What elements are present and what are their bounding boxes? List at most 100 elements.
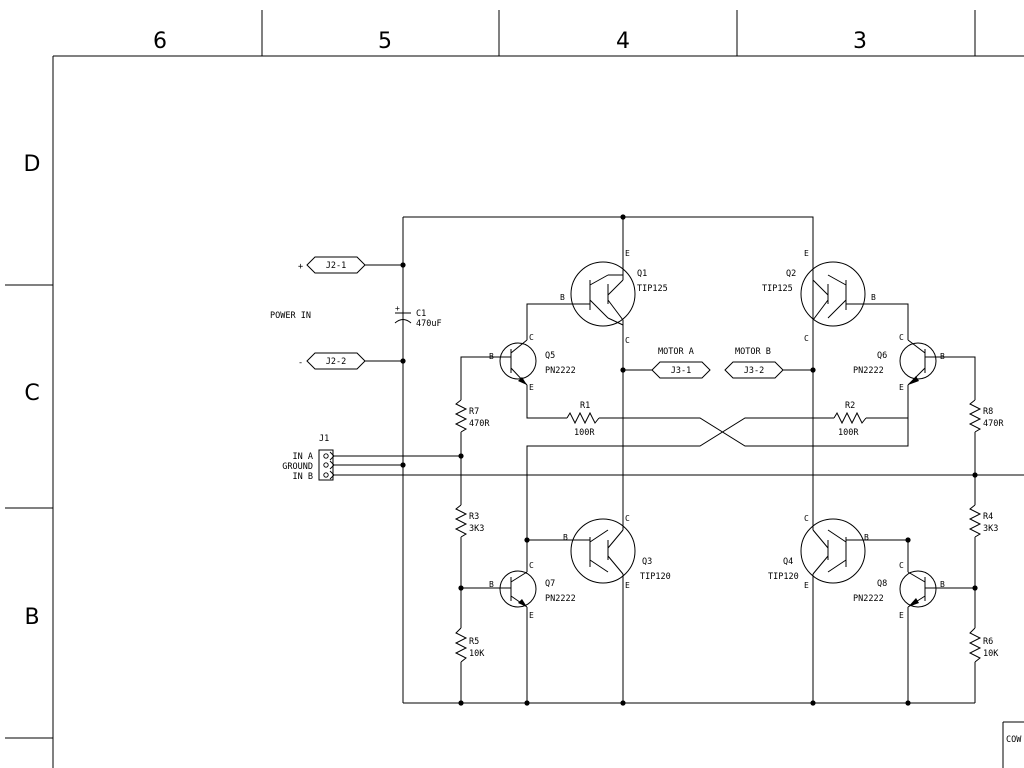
resistor-value: 470R [983, 419, 1004, 429]
transistor-q5: C E B Q5 PN2222 [489, 333, 576, 392]
transistor-part: PN2222 [545, 366, 576, 376]
transistor-part: TIP125 [637, 284, 668, 294]
pin-base: B [489, 352, 494, 361]
pin-collector: C [529, 561, 534, 570]
junction-dot [458, 700, 464, 706]
pin-collector: C [529, 333, 534, 342]
resistor-value: 10K [469, 649, 485, 659]
transistor-q1: E C B Q1 TIP125 [560, 249, 668, 345]
header-pin-ground: GROUND [282, 462, 313, 472]
plus-sign: + [298, 262, 303, 272]
pin-collector: C [804, 514, 809, 523]
transistor-ref: Q3 [642, 557, 652, 567]
pin-collector: C [899, 333, 904, 342]
power-input: POWER IN + - J2-1 J2-2 [270, 256, 366, 370]
resistor-ref: R6 [983, 637, 993, 647]
connector-label: J3-1 [671, 366, 691, 376]
transistor-ref: Q4 [783, 557, 793, 567]
resistor-value: 100R [574, 428, 595, 438]
resistor-r4: R4 3K3 [968, 504, 998, 538]
junction-dot [810, 367, 816, 373]
resistor-ref: R8 [983, 407, 993, 417]
transistor-q3: C E B Q3 TIP120 [563, 514, 671, 590]
pin-base: B [560, 293, 565, 302]
transistor-q7: C E B Q7 PN2222 [489, 561, 576, 620]
connector-j3-1: J3-1 [651, 361, 711, 379]
drawing-frame: 6 5 4 3 D C B COW [5, 10, 1024, 768]
motor-b-label: MOTOR B [735, 347, 771, 357]
junction-dot [400, 462, 406, 468]
junction-dot [810, 700, 816, 706]
pin-base: B [563, 533, 568, 542]
zone-column-6: 6 [153, 29, 167, 54]
junction-dot [972, 472, 978, 478]
transistor-part: PN2222 [545, 594, 576, 604]
junction-dot [620, 700, 626, 706]
pin-collector: C [804, 334, 809, 343]
title-block-fragment: COW [1006, 735, 1022, 745]
pin-emitter: E [899, 611, 904, 620]
junction-dot [620, 367, 626, 373]
zone-column-3: 3 [853, 29, 867, 54]
polarity-mark: + [395, 304, 400, 313]
junction-dot [972, 585, 978, 591]
resistor-value: 10K [983, 649, 999, 659]
connector-label: J3-2 [744, 366, 764, 376]
junction-dot [458, 453, 464, 459]
junction-dot [620, 214, 626, 220]
zone-column-4: 4 [616, 29, 630, 54]
pin-base: B [489, 580, 494, 589]
pin-base: B [940, 352, 945, 361]
resistor-r2: R2 100R [833, 401, 867, 438]
zone-row-d: D [24, 152, 41, 177]
header-pin-in-b: IN B [293, 472, 313, 482]
minus-sign: - [298, 358, 303, 368]
resistor-ref: R3 [469, 512, 479, 522]
transistor-q4: C E B Q4 TIP120 [768, 514, 869, 590]
resistor-r7: R7 470R [454, 399, 490, 433]
pin-emitter: E [529, 611, 534, 620]
junction-dot [458, 585, 464, 591]
header-ref: J1 [319, 434, 329, 444]
junction-dot [524, 700, 530, 706]
resistor-ref: R4 [983, 512, 993, 522]
motor-connectors: MOTOR A MOTOR B J3-1 J3-2 [651, 347, 784, 379]
connector-label: J2-1 [326, 261, 346, 271]
resistor-r5: R5 10K [454, 627, 485, 663]
transistor-ref: Q6 [877, 351, 887, 361]
pin-collector: C [625, 336, 630, 345]
pin-base: B [940, 580, 945, 589]
pin-collector: C [625, 514, 630, 523]
junction-dot [905, 700, 911, 706]
resistor-r8: R8 470R [968, 399, 1004, 433]
resistor-ref: R2 [845, 401, 855, 411]
transistor-part: TIP120 [640, 572, 671, 582]
pin-emitter: E [529, 383, 534, 392]
resistor-value: 470R [469, 419, 490, 429]
resistor-ref: R5 [469, 637, 479, 647]
resistor-value: 3K3 [983, 524, 998, 534]
transistor-part: TIP125 [762, 284, 793, 294]
junction-dot [524, 537, 530, 543]
pin-base: B [871, 293, 876, 302]
connector-j2-2: J2-2 [306, 352, 366, 370]
header-j1: J1 IN A GROUND IN B [282, 434, 335, 482]
junctions [400, 214, 978, 706]
transistor-part: PN2222 [853, 594, 884, 604]
wiring [333, 216, 1024, 704]
resistor-value: 100R [838, 428, 859, 438]
resistor-r1: R1 100R [566, 401, 600, 438]
connector-j2-1: J2-1 [306, 256, 366, 274]
transistor-ref: Q8 [877, 579, 887, 589]
junction-dot [400, 262, 406, 268]
transistor-ref: Q7 [545, 579, 555, 589]
transistor-part: PN2222 [853, 366, 884, 376]
pin-emitter: E [625, 249, 630, 258]
resistor-r3: R3 3K3 [454, 504, 484, 538]
transistor-ref: Q5 [545, 351, 555, 361]
connector-j3-2: J3-2 [724, 361, 784, 379]
transistor-ref: Q2 [786, 269, 796, 279]
pin-emitter: E [625, 581, 630, 590]
resistor-value: 3K3 [469, 524, 484, 534]
capacitor-ref: C1 [416, 309, 426, 319]
